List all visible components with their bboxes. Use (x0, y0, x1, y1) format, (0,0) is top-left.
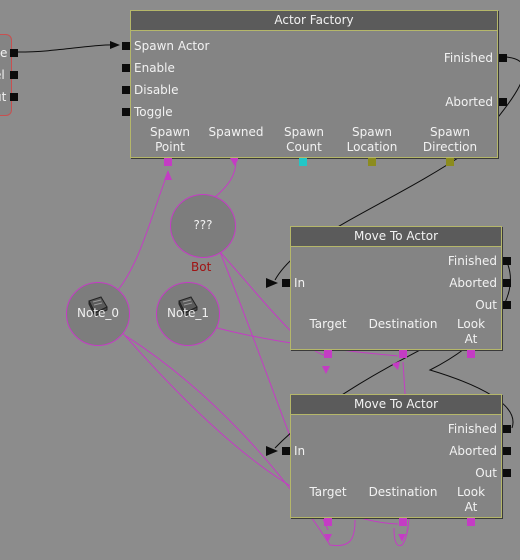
wire-note0-spawn-point (117, 171, 169, 291)
toggle-label: Toggle (134, 105, 173, 119)
out-output-pin[interactable] (503, 301, 511, 309)
bot-variable-text: ??? (193, 218, 213, 232)
note-0-variable[interactable]: Note_0 (66, 282, 130, 346)
target-var-pin-1[interactable] (324, 350, 332, 358)
destination-var-pin-2[interactable] (399, 518, 407, 526)
destination-label: Destination (368, 485, 438, 499)
finished-output-pin[interactable] (503, 425, 511, 433)
arrow-in-move1 (266, 278, 278, 288)
spawn-direction-var-pin[interactable] (446, 158, 454, 166)
note-icon (178, 296, 198, 317)
spawn-point-label: Spawn Point (149, 125, 190, 154)
spawn-count-var-pin[interactable] (299, 158, 307, 166)
note-1-variable[interactable]: Note_1 (156, 282, 220, 346)
note-0-text: Note_0 (76, 306, 120, 320)
note-1-text: Note_1 (166, 306, 210, 320)
stub-label-3: ut (0, 90, 7, 104)
arrow-spawn-actor (110, 41, 120, 49)
toggle-input-pin[interactable] (122, 108, 130, 116)
wire-finished2 (428, 259, 514, 429)
destination-var-pin-1[interactable] (399, 350, 407, 358)
node-title: Move To Actor (291, 227, 501, 247)
aborted-label: Aborted (449, 444, 497, 458)
in-input-pin[interactable] (282, 279, 290, 287)
aborted-label: Aborted (445, 95, 493, 109)
wire-bot-spawned (213, 159, 237, 199)
finished-label: Finished (443, 51, 493, 65)
look-at-var-pin-1[interactable] (467, 350, 475, 358)
spawned-label: Spawned (208, 125, 264, 139)
spawned-var-pin[interactable] (230, 158, 238, 166)
spawn-direction-label: Spawn Direction (422, 125, 478, 154)
stub-output-pin-2[interactable] (10, 71, 18, 79)
aborted-output-pin[interactable] (503, 279, 511, 287)
target-label: Target (309, 317, 347, 331)
finished-label: Finished (447, 254, 497, 268)
in-input-pin[interactable] (282, 447, 290, 455)
in-label: In (294, 444, 306, 458)
out-label: Out (475, 466, 497, 480)
spawn-location-var-pin[interactable] (368, 158, 376, 166)
look-at-var-pin-2[interactable] (467, 518, 475, 526)
out-label: Out (475, 298, 497, 312)
spawn-actor-label: Spawn Actor (134, 39, 210, 53)
arrow-in-move2 (266, 446, 278, 456)
enable-input-pin[interactable] (122, 64, 130, 72)
note-icon (88, 296, 108, 317)
spawn-count-label: Spawn Count (283, 125, 324, 154)
bot-variable-label: Bot (191, 260, 212, 274)
actor-factory-node[interactable]: Actor Factory Spawn Actor Enable Disable… (122, 10, 507, 158)
target-var-pin-2[interactable] (324, 518, 332, 526)
in-label: In (294, 276, 306, 290)
wire-stub-spawn-actor (17, 44, 119, 53)
destination-label: Destination (368, 317, 438, 331)
enable-label: Enable (134, 61, 175, 75)
spawn-point-var-pin[interactable] (164, 158, 172, 166)
wire-bot-target1 (219, 251, 328, 357)
stub-output-pin-1[interactable] (10, 49, 18, 57)
stub-output-pin-3[interactable] (10, 93, 18, 101)
finished-output-pin[interactable] (499, 54, 507, 62)
aborted-output-pin[interactable] (499, 98, 507, 106)
node-title: Move To Actor (291, 395, 501, 415)
spawn-actor-input-pin[interactable] (122, 42, 130, 50)
node-title: Actor Factory (131, 11, 497, 31)
finished-label: Finished (447, 422, 497, 436)
look-at-label: Look At (456, 317, 486, 346)
look-at-label: Look At (456, 485, 486, 514)
out-output-pin[interactable] (503, 469, 511, 477)
disable-input-pin[interactable] (122, 86, 130, 94)
aborted-label: Aborted (449, 276, 497, 290)
aborted-output-pin[interactable] (503, 447, 511, 455)
stub-label-2: el (0, 68, 5, 82)
finished-output-pin[interactable] (503, 257, 511, 265)
disable-label: Disable (134, 83, 179, 97)
bot-object-variable[interactable]: ??? (170, 194, 236, 258)
spawn-location-label: Spawn Location (346, 125, 398, 154)
move-to-actor-node-2[interactable]: Move To Actor In Finished Aborted Out Ta… (282, 394, 511, 518)
target-label: Target (309, 485, 347, 499)
stub-label-1: e (0, 46, 8, 60)
move-to-actor-node-1[interactable]: Move To Actor In Finished Aborted Out Ta… (282, 226, 511, 350)
